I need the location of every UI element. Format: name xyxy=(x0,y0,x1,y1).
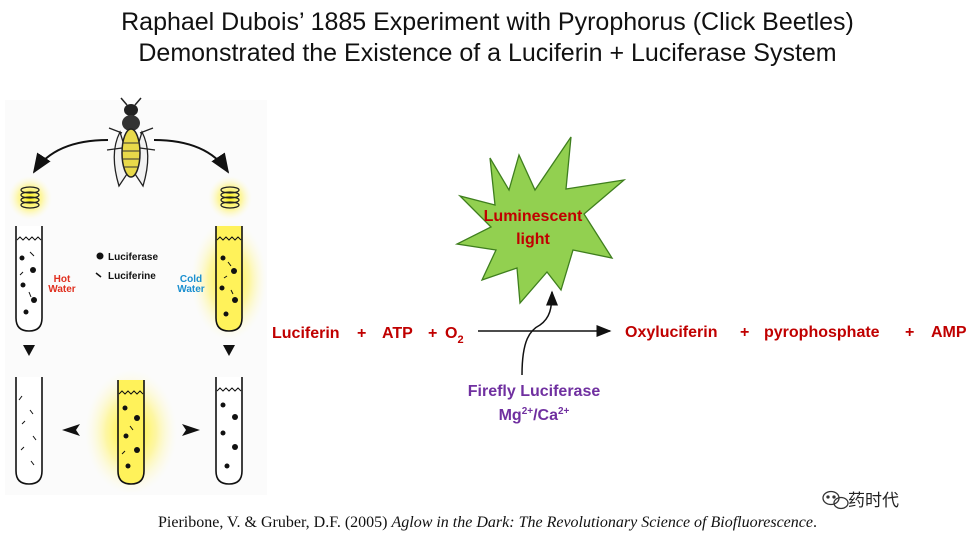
o2-subscript: 2 xyxy=(457,334,463,346)
light-emission-arrow xyxy=(522,292,552,375)
burst-line-1: Luminescent xyxy=(484,208,583,225)
reactant-atp: ATP xyxy=(382,325,413,342)
citation-end: . xyxy=(813,514,817,531)
citation-authors: Pieribone, V. & Gruber, D.F. (2005) xyxy=(158,514,391,531)
hot-result-tube xyxy=(16,377,42,484)
legend-luciferase: Luciferase xyxy=(108,252,158,263)
product-amp: AMP xyxy=(931,324,967,341)
cold-result-tube xyxy=(216,377,242,484)
citation-book: Aglow in the Dark: The Revolutionary Sci… xyxy=(391,514,813,531)
cofactor-ca-sup: 2+ xyxy=(558,406,570,417)
hot-label-2: Water xyxy=(48,284,76,295)
cold-water-tube xyxy=(216,226,242,331)
enzyme-label: Firefly Luciferase xyxy=(468,383,601,400)
product-oxyluciferin: Oxyluciferin xyxy=(625,324,717,341)
legend-luciferine: Luciferine xyxy=(108,271,156,282)
burst-line-2: light xyxy=(516,231,550,248)
product-pyrophosphate: pyrophosphate xyxy=(764,324,880,341)
cofactor-mg-sup: 2+ xyxy=(522,406,534,417)
cofactor-mg: Mg xyxy=(499,407,522,424)
plus-4: + xyxy=(905,324,914,341)
reactant-luciferin: Luciferin xyxy=(272,325,340,342)
wechat-icon xyxy=(823,492,848,509)
watermark-text: 药时代 xyxy=(848,486,899,511)
mixed-tube xyxy=(118,380,144,484)
o2-base: O xyxy=(445,325,457,342)
plus-2: + xyxy=(428,325,437,342)
cofactor-label: Mg2+/Ca2+ xyxy=(499,406,570,424)
cofactor-ca: /Ca xyxy=(533,407,558,424)
reactant-o2: O2 xyxy=(445,325,464,346)
hot-water-tube xyxy=(16,226,42,331)
plus-3: + xyxy=(740,324,749,341)
luciferase-dot-icon xyxy=(97,253,104,260)
plus-1: + xyxy=(357,325,366,342)
citation: Pieribone, V. & Gruber, D.F. (2005) Aglo… xyxy=(0,514,975,532)
cold-label-2: Water xyxy=(177,284,205,295)
